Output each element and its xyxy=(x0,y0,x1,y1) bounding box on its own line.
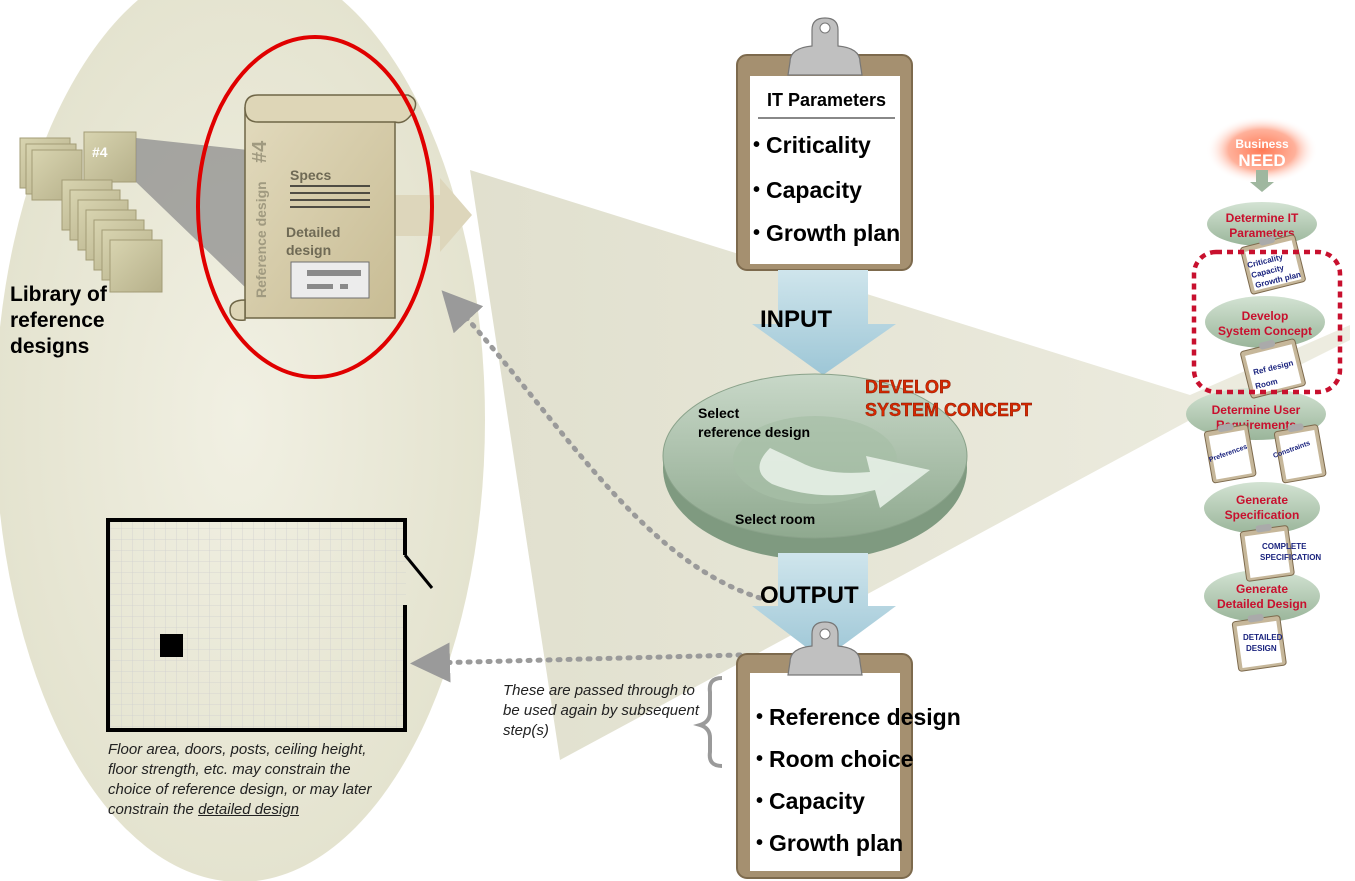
floor-note-text: Floor area, doors, posts, ceiling height… xyxy=(108,741,372,818)
mini-doc-params xyxy=(1240,234,1306,295)
mini-doc-detailed xyxy=(1231,613,1287,672)
need-glow xyxy=(1206,116,1318,184)
selection-beam xyxy=(136,138,248,290)
output-item-3-text: Capacity xyxy=(769,788,865,814)
highlight-ring xyxy=(196,35,434,379)
step-2-line2: System Concept xyxy=(1218,324,1312,338)
mini-doc-prefs xyxy=(1203,423,1257,484)
mini-doc-detailed-2: DESIGN xyxy=(1246,644,1277,653)
step-5-line1: Generate xyxy=(1236,582,1288,596)
dotted-arrow-to-scroll xyxy=(441,290,763,601)
dotted-arrow-to-floor xyxy=(410,642,743,683)
cycle-select-room: Select room xyxy=(735,511,815,527)
floor-note: Floor area, doors, posts, ceiling height… xyxy=(108,740,398,820)
scroll-detailed-label-1: Detailed xyxy=(286,224,340,240)
mini-doc-spec-1: COMPLETE xyxy=(1262,542,1307,551)
scroll-detailed-label-2: design xyxy=(286,242,331,258)
cycle-disk xyxy=(662,373,968,560)
step-pill-1 xyxy=(1207,202,1317,246)
library-label-line: Library of xyxy=(10,283,107,306)
need-arrow xyxy=(1250,170,1274,192)
input-item-2-text: Capacity xyxy=(766,177,862,203)
scroll-side-number: #4 xyxy=(249,140,271,163)
mini-doc-concept xyxy=(1240,338,1306,399)
step-pill-5 xyxy=(1204,570,1320,622)
library-label-line: reference xyxy=(10,309,105,332)
input-arrow xyxy=(752,270,896,375)
output-item-4-text: Growth plan xyxy=(769,830,904,856)
mini-doc-detailed-1: DETAILED xyxy=(1243,633,1283,642)
floor-note-link: detailed design xyxy=(198,801,299,818)
need-line2: NEED xyxy=(1238,151,1285,170)
floor-plan xyxy=(106,518,434,732)
pass-note: These are passed through to be used agai… xyxy=(503,682,699,739)
output-item-2-text: Room choice xyxy=(769,746,914,772)
step-3-line1: Determine User xyxy=(1212,403,1301,417)
mini-doc-spec-2: SPECIFICATION xyxy=(1260,553,1321,562)
scroll-side-title: Reference design xyxy=(253,181,269,298)
cycle-select-reference-1: Select xyxy=(698,405,740,421)
mini-doc-constraints xyxy=(1273,423,1327,484)
floor-post xyxy=(160,634,183,657)
input-item-2: •Capacity xyxy=(753,177,862,203)
step-2-line1: Develop xyxy=(1242,309,1289,323)
step-4-line2: Specification xyxy=(1225,508,1300,522)
input-item-1-text: Criticality xyxy=(766,132,871,158)
step-5-line2: Detailed Design xyxy=(1217,597,1307,611)
step-1-line2: Parameters xyxy=(1229,226,1295,240)
pass-brace xyxy=(693,676,723,768)
output-item-2: •Room choice xyxy=(756,746,914,772)
step-4-line1: Generate xyxy=(1236,493,1288,507)
output-item-1: •Reference design xyxy=(756,704,961,730)
input-item-3-text: Growth plan xyxy=(766,220,901,246)
input-clipboard xyxy=(736,17,913,271)
step-1-line1: Determine IT xyxy=(1226,211,1299,225)
output-arrow xyxy=(752,553,896,660)
output-item-3: •Capacity xyxy=(756,788,865,814)
output-item-4: •Growth plan xyxy=(756,830,904,856)
cycle-select-reference-2: reference design xyxy=(698,424,810,440)
current-step-highlight xyxy=(1191,249,1343,395)
output-item-1-text: Reference design xyxy=(769,704,961,730)
scroll-specs-label: Specs xyxy=(290,167,331,183)
library-tiles xyxy=(19,131,163,293)
input-clipboard-title: IT Parameters xyxy=(767,90,886,110)
reference-scroll xyxy=(229,94,417,322)
input-arrow-label: INPUT xyxy=(760,306,832,333)
mini-doc-spec xyxy=(1239,523,1295,582)
input-item-1: •Criticality xyxy=(753,132,871,158)
step-pill-2 xyxy=(1205,296,1325,348)
input-item-3: •Growth plan xyxy=(753,220,901,246)
cycle-heading-1: DEVELOP xyxy=(865,377,951,397)
need-line1: Business xyxy=(1235,137,1289,151)
library-stack-tag: #4 xyxy=(92,144,108,160)
library-label-line: designs xyxy=(10,335,90,358)
output-clipboard xyxy=(736,621,913,879)
library-label: Library of reference designs xyxy=(10,282,160,360)
cycle-heading-2: SYSTEM CONCEPT xyxy=(865,400,1032,420)
step-pill-4 xyxy=(1204,482,1320,534)
output-arrow-label: OUTPUT xyxy=(760,582,859,609)
